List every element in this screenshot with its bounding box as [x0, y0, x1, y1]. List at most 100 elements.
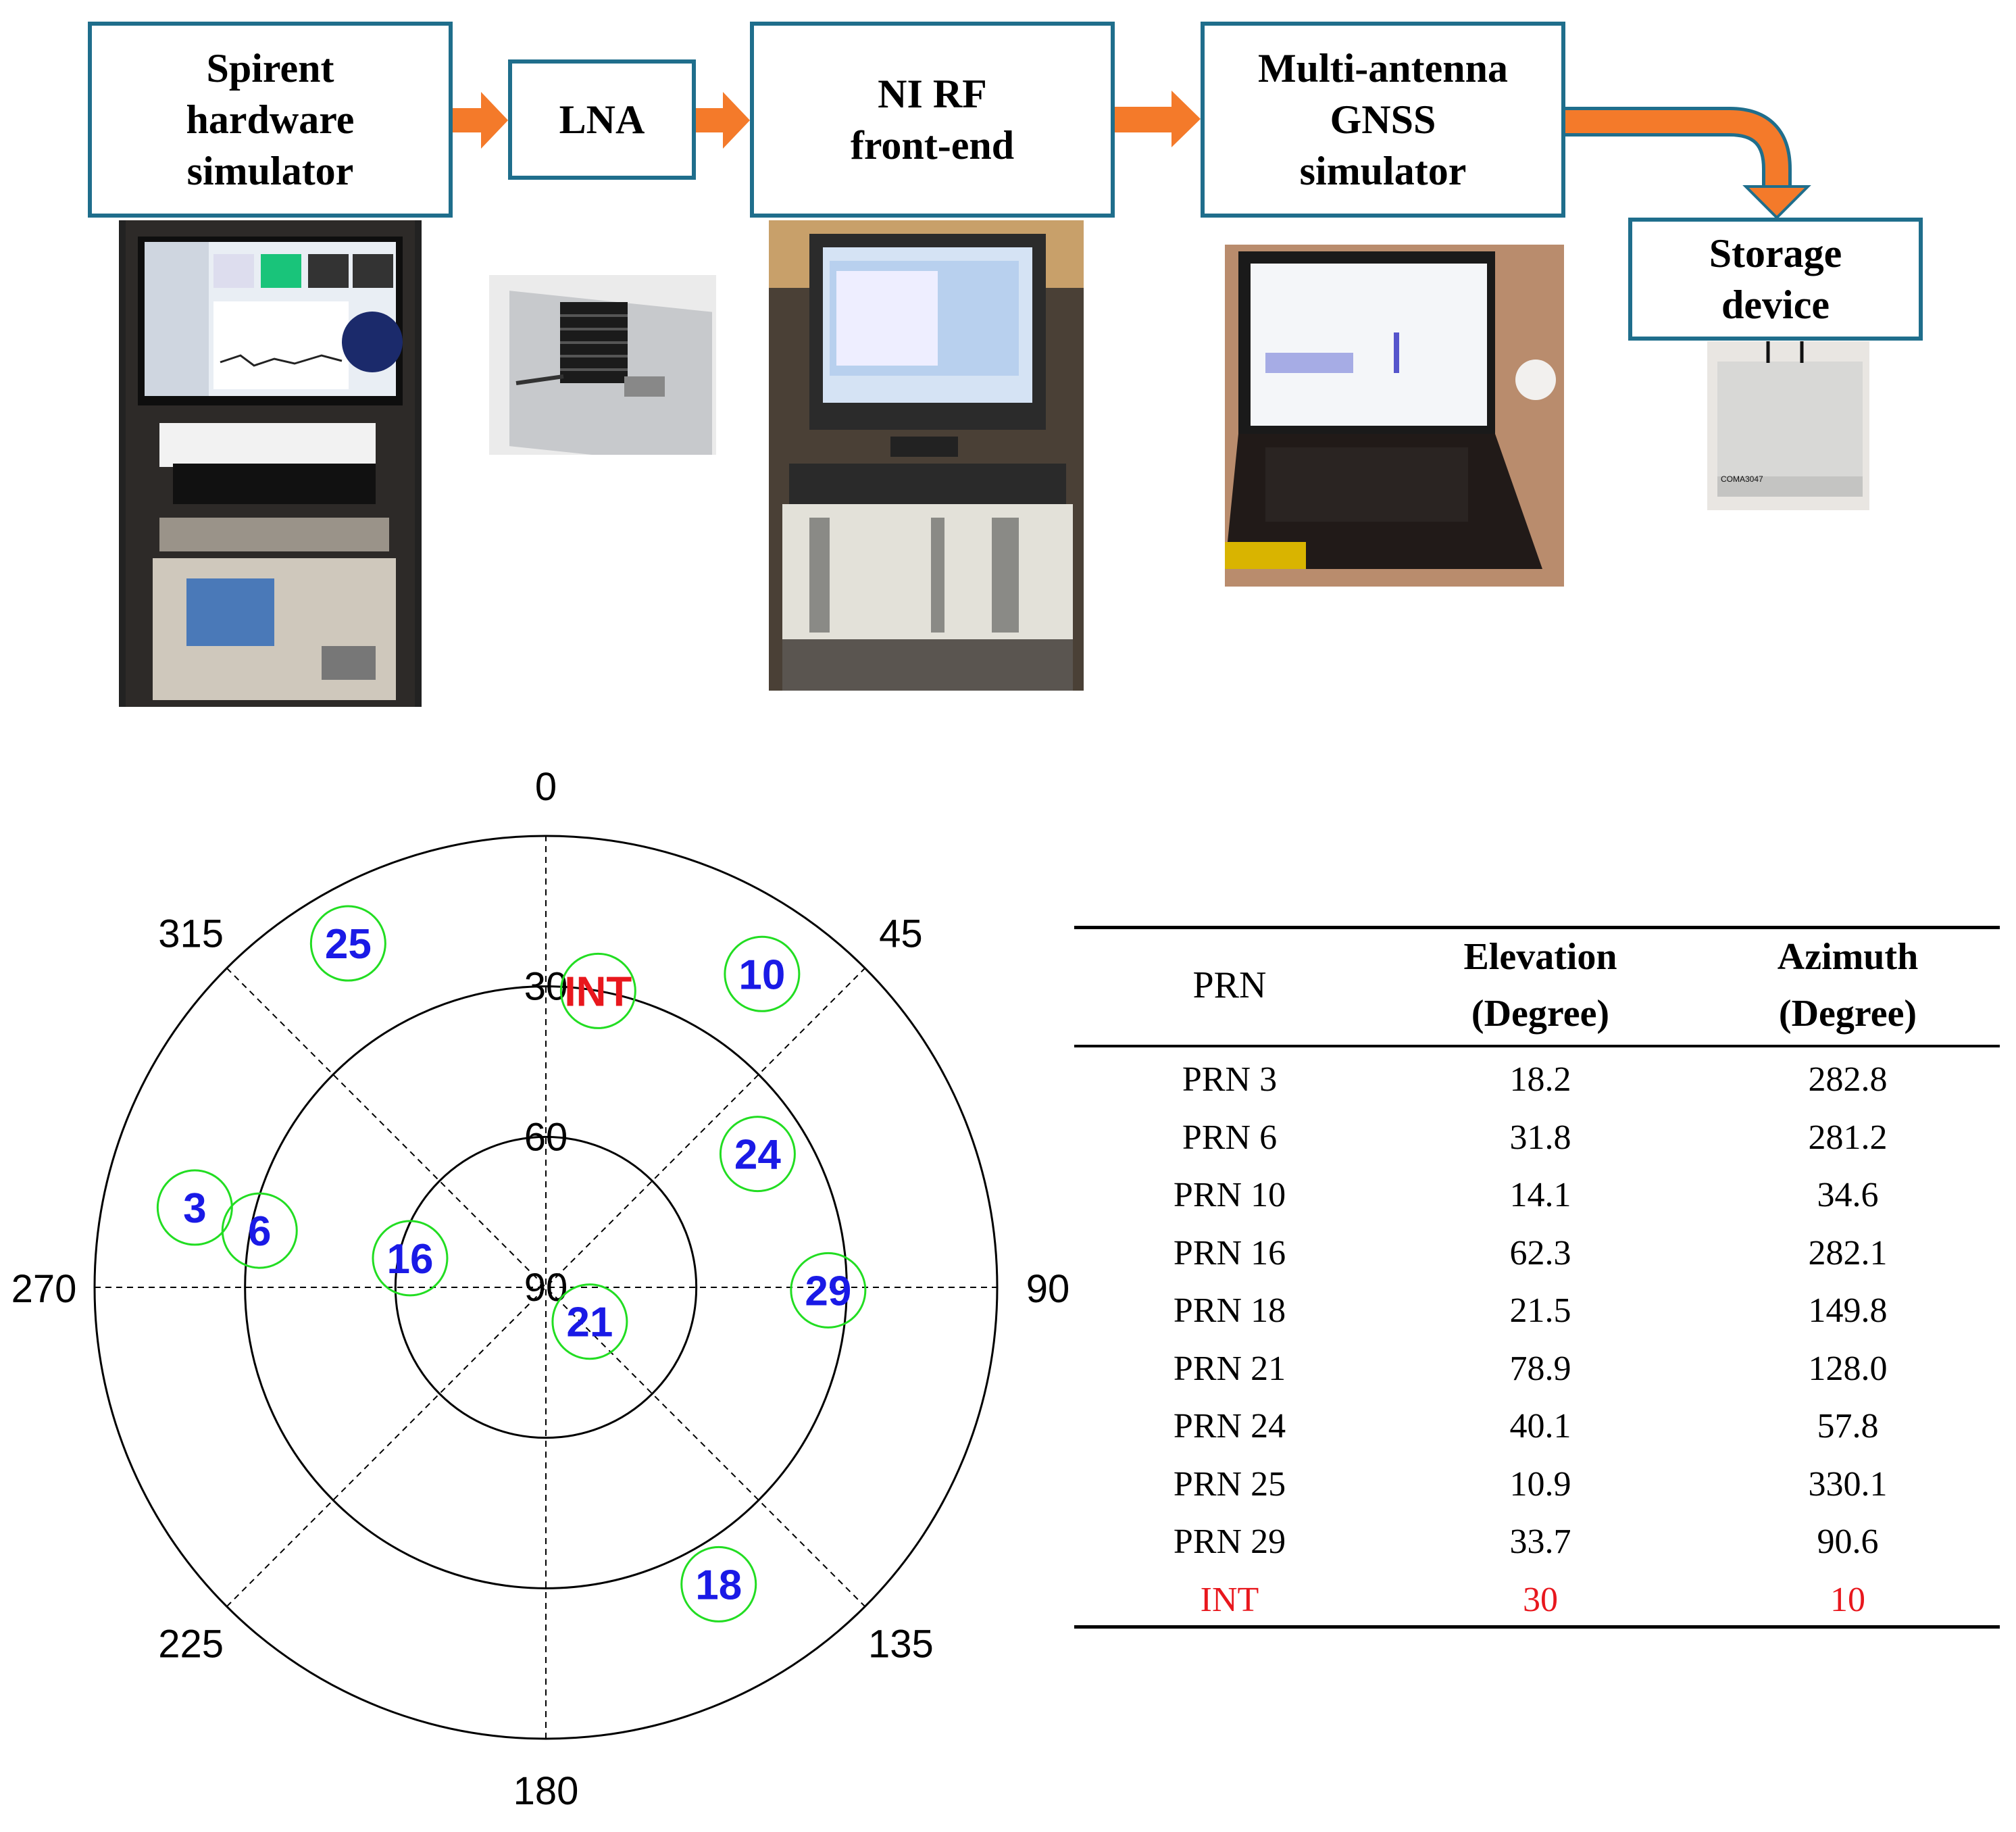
lna-box: LNA	[508, 59, 696, 180]
ni-rf-front-end-label: NI RF front-end	[850, 72, 1015, 168]
satellite-prn-24: 24	[719, 1116, 796, 1193]
satellite-prn-29-label: 29	[805, 1268, 851, 1314]
satellite-prn-18-ring	[680, 1545, 757, 1623]
spirent-simulator-label: Spirent hardware simulator	[186, 46, 355, 193]
table-cell-prn: PRN 16	[1173, 1233, 1286, 1272]
azimuth-label-0: 0	[535, 765, 557, 809]
table-row: PRN 24 40.1 57.8	[1074, 1397, 2000, 1456]
elevation-ring-30	[244, 985, 848, 1589]
sky-plot-grid	[93, 835, 999, 1740]
spirent-simulator-box: Spirent hardware simulator	[88, 22, 453, 218]
flow-arrows	[453, 91, 1811, 220]
storage-device-box: Storage device	[1628, 218, 1923, 341]
table-cell-elevation: 31.8	[1509, 1118, 1571, 1157]
interference-marker-ring	[559, 952, 636, 1029]
satellite-prn-6-label: 6	[248, 1208, 271, 1255]
azimuth-label-135: 135	[868, 1622, 934, 1666]
elevation-label-90: 90	[524, 1266, 568, 1310]
table-cell-elevation: 21.5	[1509, 1291, 1571, 1330]
table-cell-elevation: 30	[1523, 1580, 1558, 1619]
table-cell-elevation: 14.1	[1509, 1176, 1571, 1214]
table-cell-azimuth: 57.8	[1817, 1407, 1879, 1445]
satellite-prn-21-label: 21	[566, 1299, 613, 1346]
satellite-prn-16-ring	[372, 1220, 449, 1297]
table-cell-elevation: 62.3	[1509, 1233, 1571, 1272]
storage-photo: COMA3047	[1707, 341, 1869, 510]
satellite-prn-18: 18	[680, 1545, 757, 1623]
azimuth-label-45: 45	[879, 912, 923, 956]
table-cell-prn: INT	[1200, 1580, 1259, 1619]
table-row: PRN 25 10.9 330.1	[1074, 1456, 2000, 1514]
table-cell-elevation: 40.1	[1509, 1407, 1571, 1445]
satellite-prn-25: 25	[309, 905, 386, 982]
table-cell-prn: PRN 29	[1173, 1522, 1286, 1561]
satellite-prn-6-ring	[221, 1192, 298, 1269]
table-top-rule	[1074, 926, 2000, 929]
table-bottom-rule	[1074, 1625, 2000, 1629]
table-cell-azimuth: 281.2	[1808, 1118, 1888, 1157]
table-cell-azimuth: 282.8	[1808, 1060, 1888, 1099]
table-header-elevation: Elevation (Degree)	[1463, 936, 1617, 1035]
satellite-prn-21-ring	[551, 1283, 628, 1360]
satellite-prn-21: 21	[551, 1283, 628, 1360]
nirf-photo	[769, 220, 1084, 691]
laptop-photo	[1225, 245, 1564, 587]
table-cell-azimuth: 10	[1830, 1580, 1865, 1619]
satellite-prn-6: 6	[221, 1192, 298, 1269]
table-cell-prn: PRN 3	[1182, 1060, 1278, 1099]
satellite-prn-24-label: 24	[734, 1132, 781, 1179]
storage-device-label: Storage device	[1709, 231, 1842, 327]
multi-antenna-simulator-label: Multi-antenna GNSS simulator	[1257, 46, 1509, 193]
table-header-azimuth: Azimuth (Degree)	[1777, 936, 1919, 1035]
table-header-rule	[1074, 1045, 2000, 1047]
arrow-nirf-to-multi	[1115, 91, 1201, 147]
storage-photo-label: COMA3047	[1721, 474, 1763, 484]
satellite-prn-25-ring	[309, 905, 386, 982]
satellite-prn-16-label: 16	[386, 1236, 433, 1283]
table-cell-azimuth: 90.6	[1817, 1522, 1879, 1561]
satellite-prn-3: 3	[156, 1169, 233, 1246]
arrow-multi-to-storage	[1565, 107, 1811, 220]
table-cell-azimuth: 282.1	[1808, 1233, 1888, 1272]
satellite-prn-25-label: 25	[325, 921, 372, 968]
table-row-int: INT 30 10	[1074, 1571, 2000, 1629]
azimuth-label-315: 315	[158, 912, 224, 956]
satellite-prn-10: 10	[724, 935, 801, 1012]
table-cell-prn: PRN 21	[1173, 1349, 1286, 1388]
lna-photo	[489, 275, 716, 455]
satellite-prn-10-ring	[724, 935, 801, 1012]
table-header-prn: PRN	[1192, 964, 1267, 1006]
table-cell-azimuth: 149.8	[1808, 1291, 1888, 1330]
table-cell-elevation: 78.9	[1509, 1349, 1571, 1388]
satellite-prn-10-label: 10	[738, 951, 785, 998]
azimuth-label-180: 180	[513, 1769, 579, 1813]
table-cell-prn: PRN 24	[1173, 1407, 1286, 1445]
table-row: PRN 16 62.3 282.1	[1074, 1224, 2000, 1283]
spirent-photo	[119, 220, 422, 707]
table-cell-elevation: 10.9	[1509, 1464, 1571, 1504]
table-cell-azimuth: 34.6	[1817, 1176, 1879, 1214]
table-cell-azimuth: 128.0	[1808, 1349, 1888, 1388]
satellite-prn-29-ring	[790, 1252, 867, 1329]
table-cell-prn: PRN 6	[1182, 1118, 1278, 1157]
lna-label: LNA	[559, 97, 645, 142]
multi-antenna-simulator-box: Multi-antenna GNSS simulator	[1201, 22, 1565, 218]
table-cell-prn: PRN 25	[1173, 1464, 1286, 1504]
satellite-prn-18-label: 18	[695, 1562, 742, 1608]
azimuth-label-90: 90	[1026, 1267, 1070, 1311]
ni-rf-front-end-box: NI RF front-end	[750, 22, 1115, 218]
azimuth-label-225: 225	[158, 1622, 224, 1666]
table-row: PRN 10 14.1 34.6	[1074, 1166, 2000, 1224]
arrow-spirent-to-lna	[453, 92, 508, 149]
satellite-prn-24-ring	[719, 1116, 796, 1193]
satellite-prn-3-ring	[156, 1169, 233, 1246]
table-cell-azimuth: 330.1	[1808, 1464, 1888, 1504]
interference-marker: INT	[559, 952, 636, 1029]
table-cell-prn: PRN 10	[1173, 1176, 1286, 1214]
satellite-prn-16: 16	[372, 1220, 449, 1297]
